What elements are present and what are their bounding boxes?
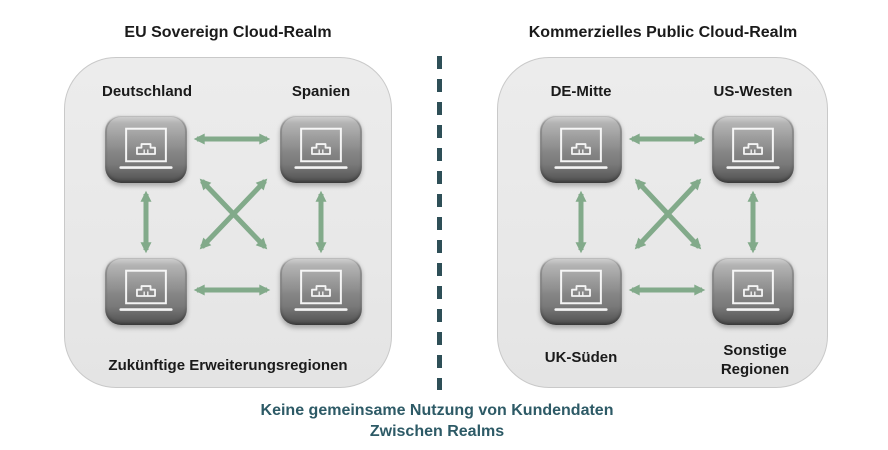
region-node-us-westen — [712, 115, 794, 183]
laptop-building-icon — [294, 127, 348, 169]
commercial-realm-panel — [497, 57, 828, 388]
realm-separator-dashed-line — [437, 56, 442, 390]
eu-realm-panel — [64, 57, 392, 388]
commercial-realm-title: Kommerzielles Public Cloud-Realm — [528, 24, 798, 41]
no-data-sharing-note: Keine gemeinsame Nutzung von Kundendaten… — [261, 400, 614, 442]
region-node-uk-sueden — [540, 257, 622, 325]
laptop-building-icon — [726, 269, 780, 311]
region-node-deutschland — [105, 115, 187, 183]
region-label-uk-sueden: UK-Süden — [544, 349, 618, 366]
laptop-building-icon — [119, 127, 173, 169]
region-node-sonstige-regionen — [712, 257, 794, 325]
region-label-us-westen: US-Westen — [713, 83, 793, 100]
region-node-eu-expansion-left — [105, 257, 187, 325]
region-node-de-mitte — [540, 115, 622, 183]
laptop-building-icon — [294, 269, 348, 311]
laptop-building-icon — [554, 269, 608, 311]
eu-realm-title: EU Sovereign Cloud-Realm — [124, 24, 332, 41]
region-node-eu-expansion-right — [280, 257, 362, 325]
region-label-spanien: Spanien — [291, 83, 351, 100]
eu-realm-footer-label: Zukünftige Erweiterungsregionen — [108, 357, 348, 374]
laptop-building-icon — [554, 127, 608, 169]
region-label-sonstige-regionen: Sonstige Regionen — [720, 342, 790, 378]
note-line-1: Keine gemeinsame Nutzung von Kundendaten — [260, 402, 614, 419]
region-label-deutschland: Deutschland — [101, 83, 193, 100]
region-node-spanien — [280, 115, 362, 183]
region-label-de-mitte: DE-Mitte — [550, 83, 612, 100]
note-line-2: Zwischen Realms — [369, 423, 505, 440]
laptop-building-icon — [119, 269, 173, 311]
laptop-building-icon — [726, 127, 780, 169]
